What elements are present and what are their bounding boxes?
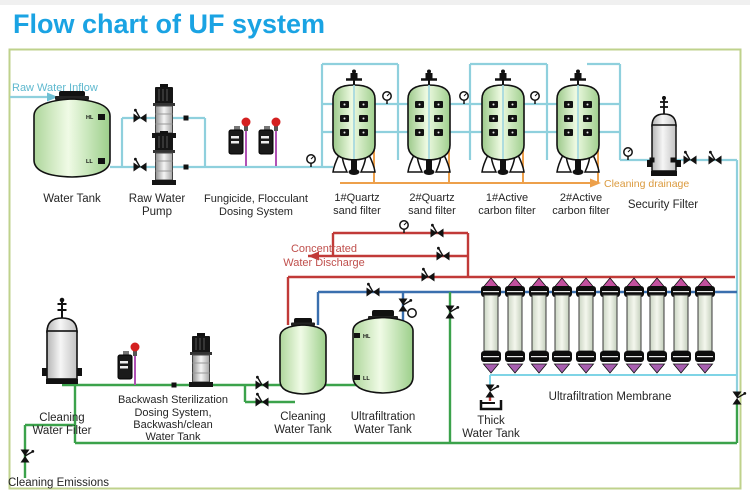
raw-water-pump-label: Raw Water: [129, 193, 186, 205]
pressure-gauge-icon: [382, 91, 392, 105]
valve-icon: [254, 392, 270, 408]
dosing-system-label: Dosing System: [219, 206, 293, 218]
ll-marker: LL: [86, 159, 93, 165]
hl-marker: HL: [363, 334, 371, 340]
carbon-filter-2-label: 2#Active: [560, 192, 602, 204]
valve-icon: [444, 304, 460, 320]
thick-water-tank-label: Water Tank: [462, 428, 520, 440]
water-tank-label: Water Tank: [43, 193, 101, 205]
top-strip: [0, 0, 750, 5]
hl-marker: HL: [86, 115, 94, 121]
quartz-sand-filter-1: [331, 68, 377, 177]
backwash-pump: [188, 332, 214, 388]
backwash-system-label: Dosing System,: [134, 407, 211, 419]
concentrated-discharge-label: Water Discharge: [283, 257, 365, 269]
valve-icon: [435, 246, 451, 262]
concentrated-discharge-label: Concentrated: [291, 243, 357, 255]
valve-icon: [731, 390, 747, 406]
cleaning-drainage-label: Cleaning drainage: [604, 178, 689, 190]
uf-membrane-label: Ultrafiltration Membrane: [549, 391, 672, 403]
diagram-border: [8, 48, 742, 490]
cleaning-water-filter-label: Water Filter: [33, 425, 92, 437]
cleaning-water-tank: [279, 318, 327, 395]
cleaning-water-tank-label: Cleaning: [280, 411, 325, 423]
valve-icon: [484, 383, 500, 399]
valve-icon: [420, 267, 436, 283]
valve-icon: [707, 150, 723, 166]
quartz-filter-2-label: 2#Quartz: [409, 192, 454, 204]
thick-water-tank: [479, 400, 503, 411]
cleaning-water-filter-label: Cleaning: [39, 412, 84, 424]
raw-water-pump-2: [151, 130, 177, 186]
security-filter-label: Security Filter: [628, 199, 698, 211]
backwash-system-label: Backwash/clean: [133, 419, 213, 431]
active-carbon-filter-2: [555, 68, 601, 177]
cleaning-water-tank-label: Water Tank: [274, 424, 332, 436]
concentrate-piping: [286, 231, 735, 401]
pressure-gauge-icon: [459, 91, 469, 105]
pressure-gauge-icon: [407, 308, 417, 318]
thick-water-tank-label: Thick: [477, 415, 505, 427]
dosing-unit-2: [258, 117, 281, 155]
water-tank: HL LL: [33, 91, 111, 178]
quartz-filter-2-label: sand filter: [408, 205, 456, 217]
valve-icon: [429, 223, 445, 239]
carbon-filter-1-label: 1#Active: [486, 192, 528, 204]
uf-water-tank-label: Water Tank: [354, 424, 412, 436]
membrane-outlet-piping: [489, 374, 737, 386]
dosing-piping: [134, 126, 277, 385]
security-filter: [646, 95, 682, 177]
active-carbon-filter-1: [480, 68, 526, 177]
carbon-filter-2-label: carbon filter: [552, 205, 610, 217]
raw-water-pump-1: [151, 83, 177, 139]
pressure-gauge-icon: [623, 147, 633, 161]
cleaning-emissions-label: Cleaning Emissions: [8, 477, 109, 489]
ultrafiltration-water-tank: HL LL: [352, 310, 414, 394]
uf-water-tank-label: Ultrafiltration: [351, 411, 416, 423]
pressure-gauge-icon: [530, 91, 540, 105]
ll-marker: LL: [363, 376, 370, 382]
pressure-gauge-icon: [399, 220, 409, 234]
drainage-piping: [340, 140, 601, 188]
valve-icon: [19, 448, 35, 464]
valve-icon: [254, 375, 270, 391]
carbon-filter-1-label: carbon filter: [478, 205, 536, 217]
valve-icon: [365, 282, 381, 298]
quartz-filter-1-label: 1#Quartz: [334, 192, 379, 204]
valve-icon: [132, 157, 148, 173]
valve-icon: [132, 108, 148, 124]
page-title: Flow chart of UF system: [13, 9, 325, 39]
raw-water-pump-label: Pump: [142, 206, 172, 218]
raw-water-inflow-label: Raw Water Inflow: [12, 82, 98, 94]
quartz-filter-1-label: sand filter: [333, 205, 381, 217]
valves-and-gauges: [19, 91, 747, 464]
dosing-system-label: Fungicide, Flocculant: [204, 193, 308, 205]
valve-icon: [682, 150, 698, 166]
cleaning-water-filter: [41, 296, 83, 385]
backwash-system-label: Backwash Sterilization: [118, 394, 228, 406]
quartz-sand-filter-2: [406, 68, 452, 177]
backwash-dosing-unit: [117, 342, 140, 380]
backwash-system-label: Water Tank: [145, 431, 201, 443]
pressure-gauge-icon: [306, 154, 316, 168]
dosing-unit-1: [228, 117, 251, 155]
